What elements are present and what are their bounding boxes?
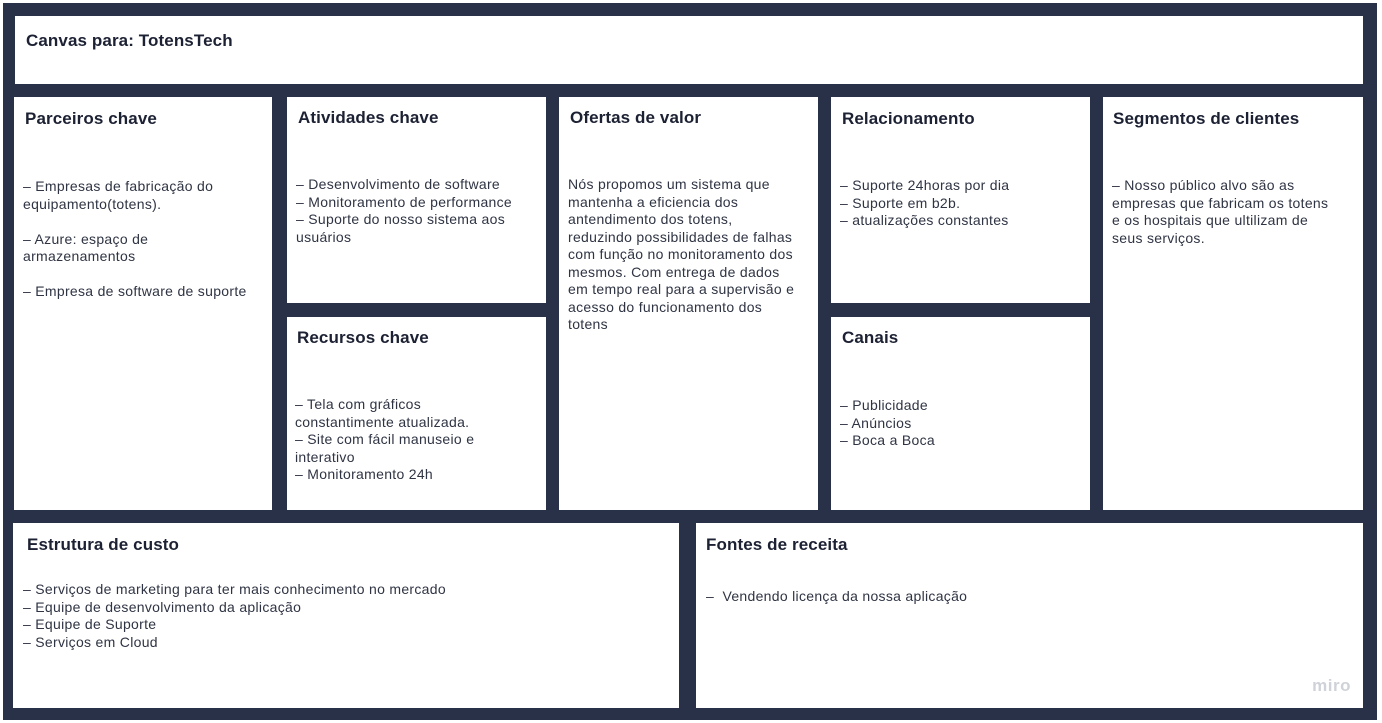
text-line: – atualizações constantes [840,212,1009,228]
text-line [23,213,268,231]
text-line: seus serviços. [1112,229,1205,246]
business-model-canvas: Canvas para: TotensTech Parceiros chave … [3,3,1377,720]
text-line: – Serviços em Cloud [23,633,158,650]
card-title: Relacionamento [842,109,975,128]
card-estrutura-de-custo[interactable]: Estrutura de custo – Serviços de marketi… [13,523,679,708]
text-line: – Vendendo licença da nossa aplicação [706,588,968,604]
page-title: Canvas para: TotensTech [26,31,233,50]
header-card[interactable]: Canvas para: TotensTech [15,16,1363,84]
card-title: Estrutura de custo [27,535,179,554]
card-segmentos-de-clientes[interactable]: Segmentos de clientes – Nosso público al… [1103,97,1363,510]
card-relacionamento[interactable]: Relacionamento – Suporte 24horas por dia… [831,97,1090,303]
text-line: equipamento(totens). [23,195,162,212]
card-canais[interactable]: Canais – Publicidade– Anúncios– Boca a B… [831,317,1090,510]
text-line: e os hospitais que ultilizam de [1112,212,1309,228]
text-line: – Desenvolvimento de software [296,176,501,192]
text-line: – Boca a Boca [840,432,935,448]
text-line [23,266,268,284]
card-atividades-chave[interactable]: Atividades chave – Desenvolvimento de so… [287,97,546,303]
text-line: – Nosso público alvo são as [1112,177,1295,193]
card-title: Parceiros chave [25,109,157,128]
text-line: antendimento dos totens, [568,211,733,227]
text-line: constantimente atualizada. [295,413,470,430]
card-ofertas-de-valor[interactable]: Ofertas de valor Nós propomos um sistema… [559,97,818,510]
text-line: interativo [295,448,355,465]
text-line: – Publicidade [840,397,928,413]
text-line: – Suporte 24horas por dia [840,177,1010,193]
card-body: – Suporte 24horas por dia– Suporte em b2… [840,177,1085,230]
text-line: reduzindo possibilidades de falhas [568,228,793,245]
card-title: Atividades chave [298,108,439,127]
text-line: empresas que fabricam os totens [1112,194,1329,211]
card-body: – Publicidade– Anúncios– Boca a Boca [840,397,1085,450]
text-line: – Suporte em b2b. [840,194,961,211]
text-line: – Monitoramento 24h [295,466,434,482]
card-title: Segmentos de clientes [1113,109,1300,128]
text-line: mantenha a eficiencia dos [568,193,739,210]
text-line: – Equipe de Suporte [23,616,157,632]
text-line: armazenamentos [23,248,136,264]
text-line: – Site com fácil manuseio e [295,431,475,447]
card-fontes-de-receita[interactable]: Fontes de receita – Vendendo licença da … [696,523,1363,708]
card-body: – Serviços de marketing para ter mais co… [23,581,663,651]
text-line: usuários [296,228,352,245]
card-body: – Desenvolvimento de software– Monitoram… [296,176,541,246]
text-line: – Anúncios [840,414,912,431]
text-line: Nós propomos um sistema que [568,176,770,192]
card-title: Recursos chave [297,328,429,347]
card-title: Canais [842,328,899,347]
miro-logo: miro [1312,676,1351,695]
text-line: em tempo real para a supervisão e [568,281,795,297]
card-title: Fontes de receita [706,535,848,554]
text-line: – Suporte do nosso sistema aos [296,211,506,227]
text-line: totens [568,316,608,332]
text-line: mesmos. Com entrega de dados [568,263,780,280]
card-title: Ofertas de valor [570,108,702,127]
text-line: – Equipe de desenvolvimento da aplicação [23,598,302,615]
text-line: – Empresas de fabricação do [23,178,214,194]
card-body: – Vendendo licença da nossa aplicação [706,588,1346,606]
text-line: com função no monitoramento dos [568,246,793,262]
card-parceiros-chave[interactable]: Parceiros chave – Empresas de fabricação… [14,97,272,510]
text-line: – Azure: espaço de [23,230,149,247]
text-line: – Monitoramento de performance [296,193,512,210]
text-line: – Empresa de software de suporte [23,283,247,299]
text-line: acesso do funcionamento dos [568,298,763,315]
text-line: – Serviços de marketing para ter mais co… [23,581,446,597]
text-line: – Tela com gráficos [295,396,422,412]
